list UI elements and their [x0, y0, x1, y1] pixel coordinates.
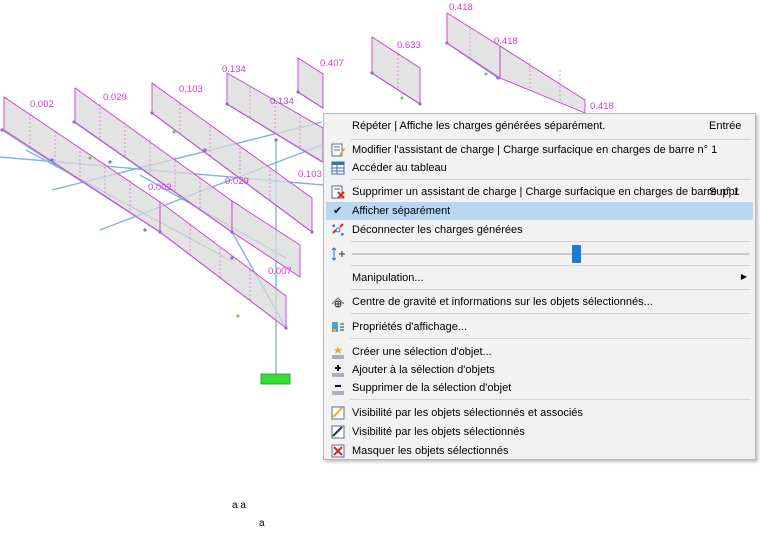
menu-separator	[350, 289, 751, 290]
menu-item-label: Visibilité par les objets sélectionnés e…	[352, 407, 583, 419]
menu-separator	[350, 265, 751, 266]
menu-separator	[350, 399, 751, 400]
stray-text: a a	[232, 500, 246, 511]
menu-separator	[350, 139, 751, 140]
menu-item-label: Déconnecter les charges générées	[352, 224, 523, 236]
load-scale-icon	[331, 247, 345, 261]
menu-item-remove-from-selection[interactable]: Supprimer de la sélection d'objet	[326, 379, 753, 397]
load-label: 0.002	[148, 182, 172, 193]
context-menu: Répéter | Affiche les charges générées s…	[323, 113, 756, 460]
add-selection-icon	[332, 365, 344, 377]
remove-selection-icon	[332, 385, 344, 395]
structure-nodes	[0, 41, 500, 330]
load-label: 0.418	[449, 2, 473, 13]
menu-item-disconnect-loads[interactable]: Déconnecter les charges générées	[326, 221, 753, 239]
load-label: 0.029	[225, 176, 249, 187]
visibility-selected-icon	[331, 425, 345, 439]
load-label: 0.002	[30, 99, 54, 110]
load-hatching	[29, 29, 561, 300]
member-loads	[3, 12, 586, 329]
load-label: 0.418	[494, 36, 518, 47]
menu-separator	[350, 313, 751, 314]
menu-item-go-to-table[interactable]: Accéder au tableau	[326, 159, 753, 177]
menu-item-label: Modifier l'assistant de charge | Charge …	[352, 144, 718, 156]
display-properties-icon	[332, 322, 344, 332]
load-label: 0.029	[103, 92, 127, 103]
create-selection-icon	[332, 346, 344, 359]
load-scale-slider-track[interactable]	[352, 253, 749, 255]
menu-item-add-to-selection[interactable]: Ajouter à la sélection d'objets	[326, 361, 753, 379]
menu-item-shortcut: Entrée	[709, 120, 742, 132]
menu-item-repeat[interactable]: Répéter | Affiche les charges générées s…	[326, 117, 753, 135]
menu-separator	[350, 241, 751, 242]
menu-item-label: Centre de gravité et informations sur le…	[352, 296, 653, 308]
menu-item-label: Créer une sélection d'objet...	[352, 346, 492, 358]
load-label: 0.134	[222, 64, 246, 75]
load-label: 0.103	[179, 84, 203, 95]
load-label: 0.418	[590, 101, 614, 112]
menu-item-hide-selected[interactable]: Masquer les objets sélectionnés	[326, 442, 753, 460]
node-markers-green	[88, 72, 488, 318]
support-block[interactable]	[260, 373, 291, 385]
stray-text: a	[259, 518, 265, 529]
menu-item-edit-load-wizard[interactable]: Modifier l'assistant de charge | Charge …	[326, 141, 753, 159]
menu-item-label: Ajouter à la sélection d'objets	[352, 364, 495, 376]
menu-item-center-of-gravity[interactable]: Centre de gravité et informations sur le…	[326, 293, 753, 311]
load-scale-slider-thumb[interactable]	[572, 245, 581, 263]
menu-item-manipulation[interactable]: Manipulation... ▶	[326, 269, 753, 287]
disconnect-icon	[332, 223, 344, 236]
load-label: 0.407	[320, 58, 344, 69]
load-value-labels: 0.418 0.418 0.633 0.407 0.418 0.134 0.13…	[30, 2, 614, 277]
menu-item-label: Supprimer de la sélection d'objet	[352, 382, 512, 394]
menu-item-display-properties[interactable]: Propriétés d'affichage...	[326, 318, 753, 336]
checkmark-icon: ✔	[333, 205, 343, 217]
delete-load-wizard-icon	[331, 185, 345, 199]
edit-load-wizard-icon	[331, 143, 345, 157]
menu-separator	[350, 179, 751, 180]
menu-item-label: Supprimer un assistant de charge | Charg…	[352, 186, 740, 198]
load-label: 0.134	[270, 96, 294, 107]
load-label: 0.103	[298, 169, 322, 180]
menu-item-label: Afficher séparément	[352, 205, 451, 217]
menu-item-visibility-selected[interactable]: Visibilité par les objets sélectionnés	[326, 423, 753, 441]
menu-item-delete-load-wizard[interactable]: Supprimer un assistant de charge | Charg…	[326, 183, 753, 201]
load-label: 0.633	[397, 40, 421, 51]
table-icon	[331, 161, 345, 175]
load-scale-slider-row[interactable]	[326, 245, 753, 263]
menu-item-label: Visibilité par les objets sélectionnés	[352, 426, 525, 438]
menu-item-label: Répéter | Affiche les charges générées s…	[352, 120, 606, 132]
visibility-associated-icon	[331, 406, 345, 420]
menu-item-visibility-associated[interactable]: Visibilité par les objets sélectionnés e…	[326, 404, 753, 422]
submenu-arrow-icon: ▶	[740, 272, 747, 281]
menu-item-shortcut: Suppr	[709, 186, 739, 198]
menu-item-label: Propriétés d'affichage...	[352, 321, 468, 333]
load-label: 0.007	[268, 266, 292, 277]
hide-objects-icon	[331, 444, 345, 458]
menu-separator	[350, 338, 751, 339]
center-of-gravity-icon	[331, 297, 345, 308]
menu-item-show-separately[interactable]: ✔ Afficher séparément	[326, 202, 753, 220]
menu-item-label: Masquer les objets sélectionnés	[352, 445, 509, 457]
menu-item-label: Manipulation...	[352, 272, 424, 284]
menu-item-label: Accéder au tableau	[352, 162, 447, 174]
menu-item-create-selection[interactable]: Créer une sélection d'objet...	[326, 343, 753, 361]
